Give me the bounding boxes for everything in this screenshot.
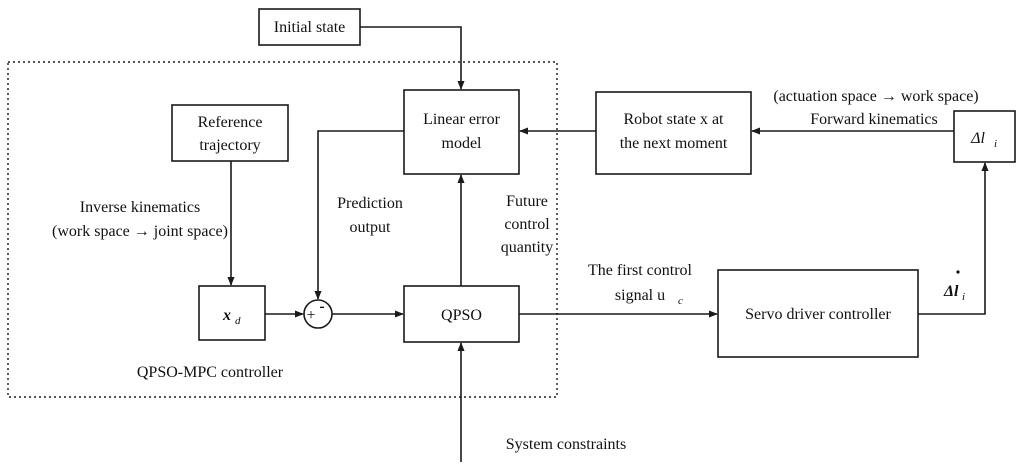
xd-label: x xyxy=(222,307,231,324)
servo-driver-block: Servo driver controller xyxy=(717,269,919,358)
delta-l-subscript: i xyxy=(994,138,997,150)
linear-error-model-line-2: model xyxy=(442,135,483,152)
qpso-label: QPSO xyxy=(441,307,482,324)
sum-minus-sign: - xyxy=(319,298,324,315)
robot-state-line-1: Robot state x at xyxy=(624,111,725,128)
delta-l-block: Δl i xyxy=(953,110,1016,163)
first-control-line-1: The first control xyxy=(588,262,693,279)
inverse-kinematics-line-1: Inverse kinematics xyxy=(80,199,200,216)
xd-block: x d xyxy=(198,285,266,341)
linear-error-model-line-1: Linear error xyxy=(423,111,501,128)
derivative-dot xyxy=(956,270,960,274)
delta-l-label: Δl xyxy=(970,130,985,147)
sum-plus-sign: + xyxy=(306,307,315,324)
delta-l-dot-text: Δl xyxy=(943,283,959,300)
delta-l-dot-subscript: i xyxy=(962,291,965,303)
wire-prediction-output xyxy=(314,130,404,300)
reference-trajectory-line-1: Reference xyxy=(198,114,263,131)
forward-kinematics-label: Forward kinematics xyxy=(810,111,938,128)
linear-error-model-block: Linear error model xyxy=(403,89,520,175)
system-constraints-label: System constraints xyxy=(506,436,626,453)
first-control-subscript: c xyxy=(678,295,683,307)
inverse-kinematics-line-2: (work space → joint space) xyxy=(52,223,228,240)
wire-servo-to-delta-l xyxy=(918,162,989,315)
actuation-space-label: (actuation space → work space) xyxy=(773,88,978,105)
reference-trajectory-block: Reference trajectory xyxy=(171,104,289,162)
prediction-output-line-1: Prediction xyxy=(337,195,403,212)
first-control-line-2: signal u xyxy=(615,287,665,304)
wire-initial-to-model xyxy=(360,26,465,90)
summing-junction: + - xyxy=(303,298,333,329)
qpso-block: QPSO xyxy=(403,285,520,343)
xd-subscript: d xyxy=(235,315,241,327)
prediction-output-line-2: output xyxy=(350,219,391,236)
future-control-line-1: Future xyxy=(506,193,548,210)
initial-state-block: Initial state xyxy=(258,8,361,46)
initial-state-label: Initial state xyxy=(274,19,346,36)
reference-trajectory-line-2: trajectory xyxy=(199,137,260,154)
robot-state-line-2: the next moment xyxy=(620,135,728,152)
delta-l-dot-label: Δl i xyxy=(943,270,965,303)
controller-region-label: QPSO-MPC controller xyxy=(137,364,284,381)
future-control-line-3: quantity xyxy=(501,239,553,256)
qpso-mpc-controller-region xyxy=(7,61,558,398)
future-control-line-2: control xyxy=(504,216,550,233)
servo-driver-label: Servo driver controller xyxy=(745,306,891,323)
robot-state-block: Robot state x at the next moment xyxy=(595,91,752,175)
